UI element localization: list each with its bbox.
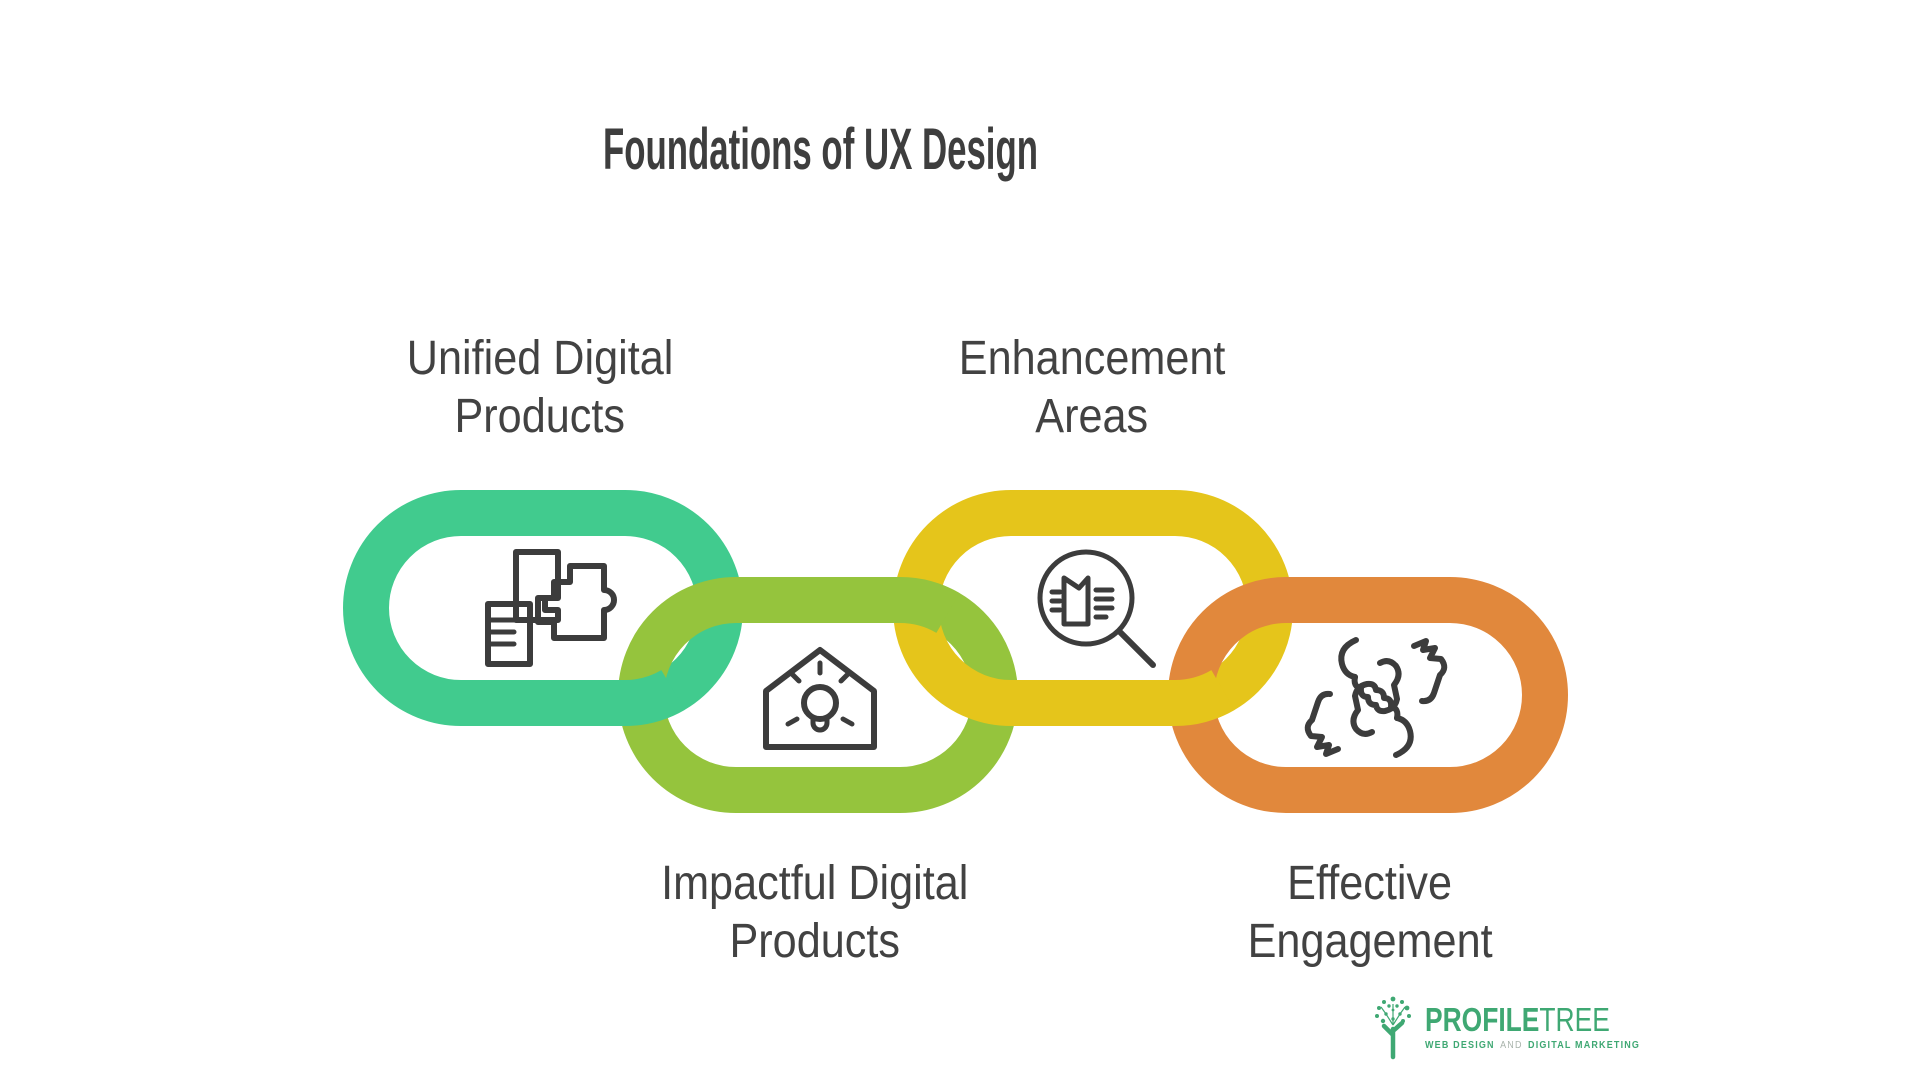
tree-canopy-lines — [1380, 1004, 1406, 1026]
tagline-digital-marketing: DIGITAL MARKETING — [1528, 1040, 1641, 1051]
chain-weave-yellow-over-orange — [1142, 669, 1235, 727]
label-line: Products — [729, 914, 901, 968]
page-title-text: Foundations of UX Design — [602, 117, 1038, 182]
label-enhancement-areas: Enhancement Areas — [772, 330, 1412, 445]
label-line: Engagement — [1247, 914, 1493, 968]
page-title: Foundations of UX Design — [0, 116, 1640, 183]
house-lightbulb-icon — [763, 647, 877, 750]
tagline-and: AND — [1500, 1040, 1523, 1051]
label-line: Unified Digital — [406, 332, 674, 385]
wordmark-tree: TREE — [1539, 1001, 1610, 1038]
label-line: Products — [454, 389, 626, 443]
magnifier-handle — [1117, 629, 1156, 668]
label-line: Impactful Digital — [661, 857, 969, 910]
label-line: Effective — [1287, 857, 1453, 910]
chain-weave-green-over-lime — [592, 669, 685, 727]
label-line: Areas — [1035, 389, 1149, 443]
report-page-left — [1061, 575, 1091, 627]
magnifier-lens — [1037, 549, 1135, 647]
magnifier-document-icon — [1037, 549, 1156, 668]
hand-bottom-fingers — [1350, 680, 1401, 737]
block-stripes — [485, 617, 517, 647]
label-effective-engagement: Effective Engagement — [1050, 855, 1690, 970]
report-lines-left — [1049, 589, 1063, 613]
label-line: Enhancement — [958, 332, 1226, 385]
house-outline — [763, 647, 877, 750]
bulb — [801, 684, 839, 722]
report-lines-right — [1093, 587, 1115, 620]
label-impactful-digital-products: Impactful Digital Products — [495, 855, 1135, 970]
tagline-web-design: WEB DESIGN — [1425, 1040, 1495, 1051]
hand-bottom-arm — [1393, 715, 1414, 758]
label-unified-digital-products: Unified Digital Products — [220, 330, 860, 445]
profiletree-tree-icon — [1375, 996, 1411, 1060]
tree-trunk — [1381, 1020, 1405, 1060]
hands-together-icon — [1304, 637, 1448, 758]
tree-canopy-dots — [1375, 996, 1411, 1024]
sleeve-zigzag-right — [1411, 638, 1448, 705]
chain-weave-lime-over-yellow — [868, 576, 960, 634]
bulb-base — [810, 715, 830, 733]
profiletree-logo: PROFILETREE WEB DESIGN AND DIGITAL MARKE… — [1372, 994, 1664, 1060]
sleeve-zigzag-left — [1304, 690, 1341, 757]
wordmark-profile: PROFILE — [1425, 1001, 1540, 1038]
modular-blocks-icon — [485, 549, 617, 667]
profiletree-tagline: WEB DESIGN AND DIGITAL MARKETING — [1425, 1040, 1640, 1051]
block-puzzle-piece — [535, 563, 617, 641]
bulb-rays — [785, 660, 855, 727]
profiletree-wordmark: PROFILETREE — [1425, 1003, 1616, 1036]
hand-top-arm — [1338, 637, 1359, 680]
profiletree-logo-text: PROFILETREE WEB DESIGN AND DIGITAL MARKE… — [1425, 1003, 1664, 1051]
